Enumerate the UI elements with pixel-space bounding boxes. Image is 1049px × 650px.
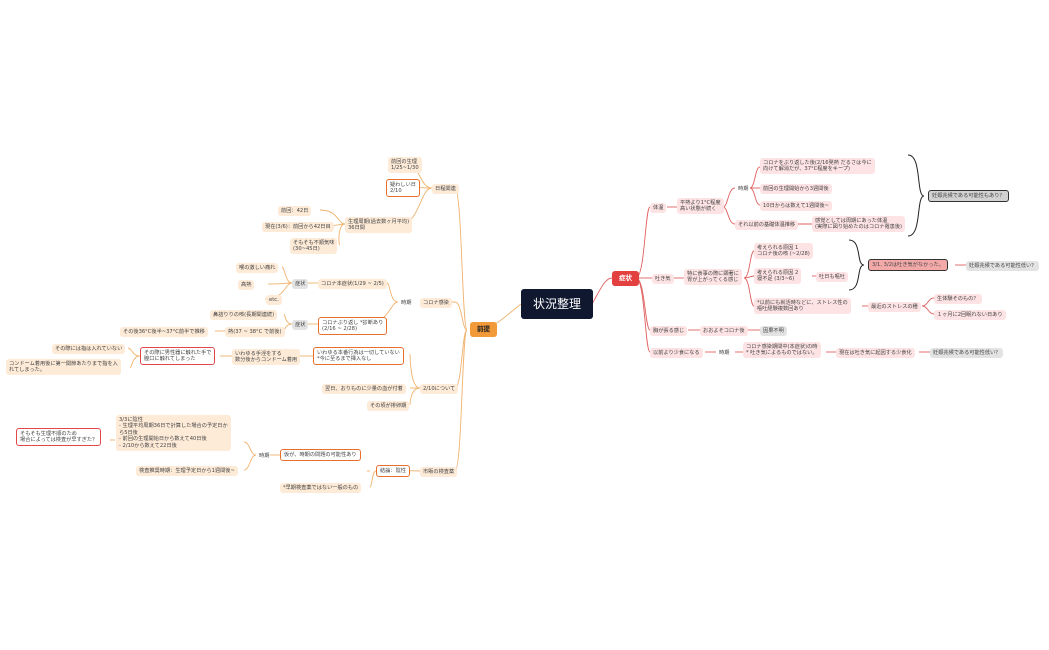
node-feb10[interactable]: 2/10について xyxy=(420,384,459,394)
node-stress-1[interactable]: 生体験そのもの？ xyxy=(934,294,982,304)
node-nausea-stress[interactable]: *以前にも就活時などに、ストレス性の 嘔吐経験複数回あり xyxy=(754,298,851,315)
node-feb10-touched[interactable]: その際に男性器に触れた手で 膣口に触れてしまった xyxy=(140,347,216,366)
node-relapse-cough[interactable]: 鼻詰りりの咳(長期間連続) xyxy=(210,310,278,320)
node-irregular[interactable]: そもそも不順気味 (30~45日) xyxy=(290,238,338,255)
node-test-dates[interactable]: 3/3に陰性 - 生理平均周期36日で計算した場合の予定日か ら5日後 - 前回… xyxy=(116,415,231,451)
node-appetite-now[interactable]: 現在は吐き気に起因する少食化 xyxy=(836,348,915,358)
node-note-3-2[interactable]: 3/1, 3/2は吐き気がなかった。 xyxy=(868,259,948,271)
node-relapse-symptoms[interactable]: 症状 xyxy=(292,320,309,330)
node-test-general[interactable]: *早期検査薬ではない一般のもの xyxy=(280,483,362,493)
node-appetite[interactable]: 以前より少食になる xyxy=(650,348,703,358)
node-touched-note-2[interactable]: コンドーム着用後に第一関節あたりまで指を入 れてしまった。 xyxy=(6,359,121,376)
node-nausea-cause-1[interactable]: 考えられる原因 1 コロナ後の咳 (~2/28) xyxy=(754,243,813,260)
node-test-question[interactable]: そもそも生理不順のため 場合によっては検査が早すぎた？ xyxy=(16,428,102,447)
node-covid-symptoms[interactable]: 症状 xyxy=(292,279,309,289)
node-chest[interactable]: 胸が張る感じ xyxy=(650,326,688,336)
node-stress-2[interactable]: １ヶ月に2回眠れない日あり xyxy=(934,310,1006,320)
node-temp-t1[interactable]: コロナをぶり返した後(2/16発熱 だるさは今に 向けて解消だが、37°C程度を… xyxy=(760,158,875,175)
node-feb10-discharge[interactable]: 翌日、おりものに少量の血が付着 xyxy=(322,384,406,394)
node-touched-note-1[interactable]: その際には指は入れていない xyxy=(52,344,126,354)
node-feb10-act[interactable]: いわゆる本番行為は一切していない *今に至るまで挿入なし xyxy=(313,347,404,366)
node-chest-unknown[interactable]: 因果不明 xyxy=(760,326,787,336)
node-test-result[interactable]: 結論：陰性 xyxy=(376,465,410,477)
node-feb10-act-note[interactable]: いわゆる手淫をする 数分後からコンドーム着用 xyxy=(232,349,301,366)
node-cycle[interactable]: 生理周期(過去数ヶ月平均) 36日間 xyxy=(345,217,413,234)
node-pregnancy-low-2[interactable]: 妊娠兆候である可能性低い？ xyxy=(930,348,1004,358)
node-appetite-timing[interactable]: 時期 xyxy=(719,349,730,356)
node-test-maybe-early[interactable]: 仮が、時期の問題の可能性あり xyxy=(280,449,361,461)
node-schedule[interactable]: 日程関連 xyxy=(432,184,459,194)
node-nausea-desc[interactable]: 特に食事の際に顕著に 胃が上がってくる感じ xyxy=(684,269,742,286)
node-nausea[interactable]: 吐き気 xyxy=(652,274,674,284)
node-chest-desc[interactable]: おおよそコロナ後 xyxy=(700,326,748,336)
root-topic[interactable]: 状況整理 xyxy=(521,289,594,319)
node-covid[interactable]: コロナ感染 xyxy=(420,298,452,308)
node-test-recommended[interactable]: 検査推奨時期：生理予定日から1週間後~ xyxy=(136,466,238,476)
node-nausea-vomit[interactable]: 吐日も嘔吐 xyxy=(816,272,848,282)
node-temp-t3[interactable]: 10日からは数えて1週間後~ xyxy=(760,201,832,211)
node-temp-earlier-note[interactable]: 感覚としては周期にあった体温 (実際に図り始めたのはコロナ罹患後) xyxy=(812,216,906,233)
node-body-temp-timing[interactable]: 時期 xyxy=(738,185,749,192)
node-pregnancy-low[interactable]: 妊娠兆候である可能性低い？ xyxy=(966,261,1040,271)
node-body-temp[interactable]: 体温 xyxy=(650,203,667,213)
node-cycle-prev[interactable]: 前回：42日 xyxy=(278,206,312,216)
node-risky-day[interactable]: 疑わしい日 2/10 xyxy=(386,179,420,198)
node-recent-stress[interactable]: 最近のストレスの種 xyxy=(868,302,921,312)
node-pregnancy-maybe[interactable]: 妊娠兆候である可能性もあり？ xyxy=(928,190,1009,202)
node-covid-relapse[interactable]: コロナぶり返し *診断あり (2/16 ~ 2/28) xyxy=(318,317,388,336)
node-symptom-fever[interactable]: 高熱 xyxy=(238,280,255,290)
node-temp-earlier[interactable]: それ以前の基礎体温推移 xyxy=(735,220,799,230)
node-symptom-throat[interactable]: 喉の激しい痛れ xyxy=(236,263,279,273)
node-appetite-desc[interactable]: コロナ感染期間中(本症状)の時 * 吐き気によるものではない。 xyxy=(743,342,821,359)
node-nausea-cause-2[interactable]: 考えられる原因 2 寝不足 (3/3~6) xyxy=(754,268,802,285)
branch-premise[interactable]: 前提 xyxy=(470,322,497,337)
node-temp-t2[interactable]: 前回の生理開始から3週間後 xyxy=(760,184,832,194)
node-body-temp-desc[interactable]: 平熱より1°C程度 高い状態が続く xyxy=(677,198,724,215)
node-symptom-etc[interactable]: etc. xyxy=(266,295,282,305)
node-test[interactable]: 市販の検査薬 xyxy=(420,467,458,477)
node-relapse-fever[interactable]: 熱(37 ~ 38°C で前後) xyxy=(225,327,285,337)
node-last-period[interactable]: 前回の生理 1/25~1/30 xyxy=(388,157,422,174)
node-covid-timing[interactable]: 時期 xyxy=(401,299,412,306)
branch-symptoms[interactable]: 症状 xyxy=(612,271,639,286)
node-relapse-after[interactable]: その後36°C後半~37°C前半で推移 xyxy=(120,327,208,337)
node-feb10-ovulation[interactable]: その頃が排卵期 xyxy=(367,401,410,411)
node-covid-infection[interactable]: コロナ本症状(1/29 ~ 2/5) xyxy=(318,279,387,289)
node-test-timing[interactable]: 時期 xyxy=(259,452,270,459)
node-cycle-now[interactable]: 現在(3/6)：前回から42日目 xyxy=(262,222,334,232)
